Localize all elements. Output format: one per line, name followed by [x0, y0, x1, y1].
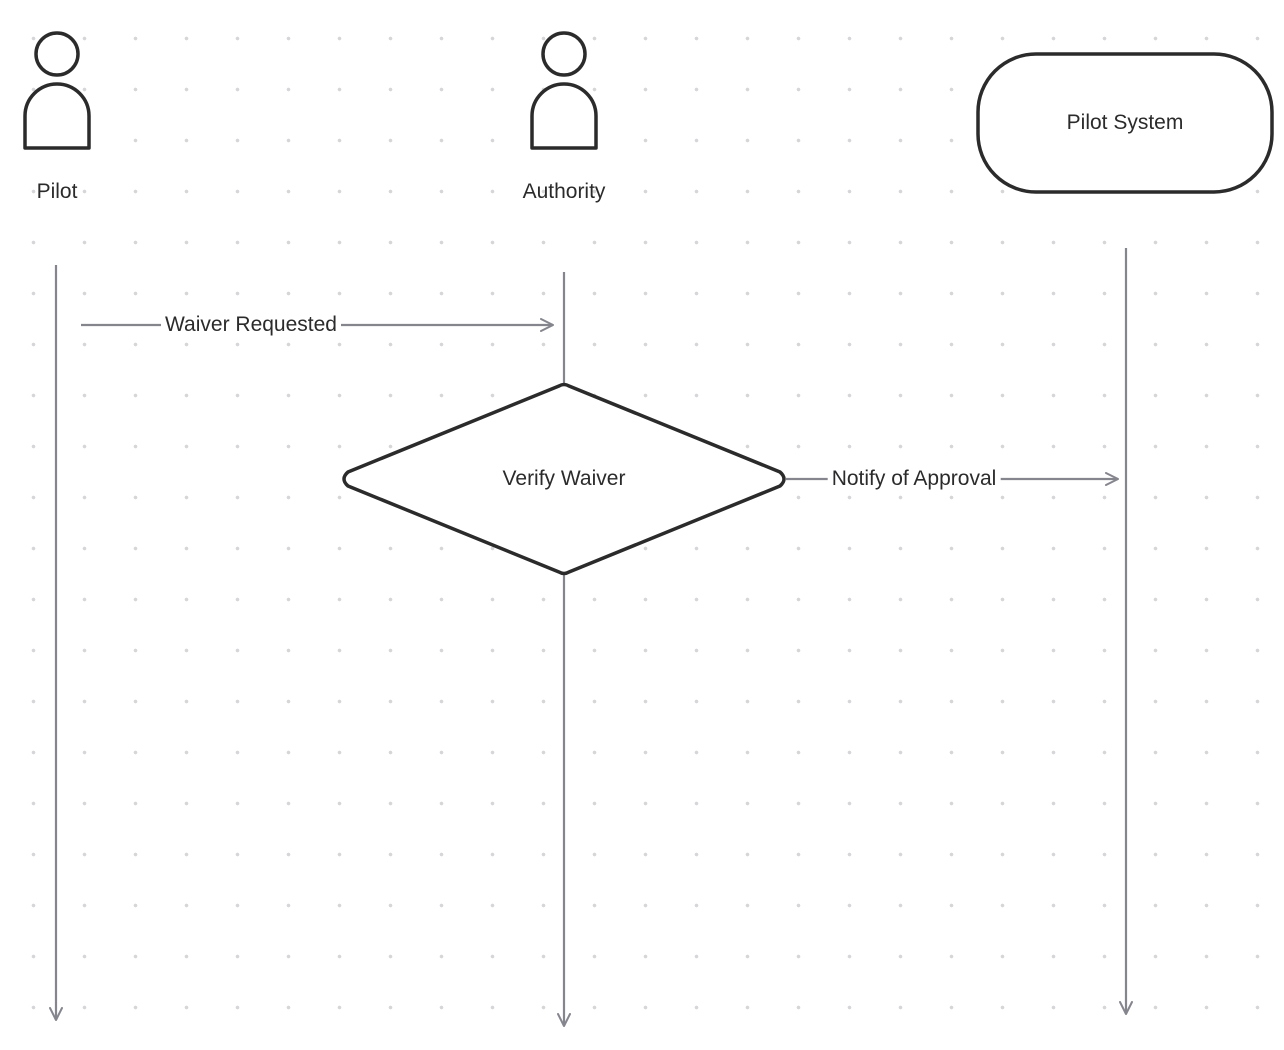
notify-of-approval-label[interactable]: Notify of Approval — [827, 466, 1001, 492]
verify-waiver-label: Verify Waiver — [502, 467, 626, 490]
pilot-actor-label: Pilot — [36, 180, 78, 203]
authority-person-icon[interactable] — [530, 31, 598, 150]
verify-waiver-diamond[interactable] — [342, 382, 786, 576]
waiver-requested-label[interactable]: Waiver Requested — [161, 312, 341, 338]
pilot-system-label: Pilot System — [1066, 111, 1184, 134]
authority-actor-label: Authority — [522, 180, 606, 203]
pilot-system-box[interactable] — [976, 52, 1274, 194]
pilot-person-icon[interactable] — [23, 31, 91, 150]
